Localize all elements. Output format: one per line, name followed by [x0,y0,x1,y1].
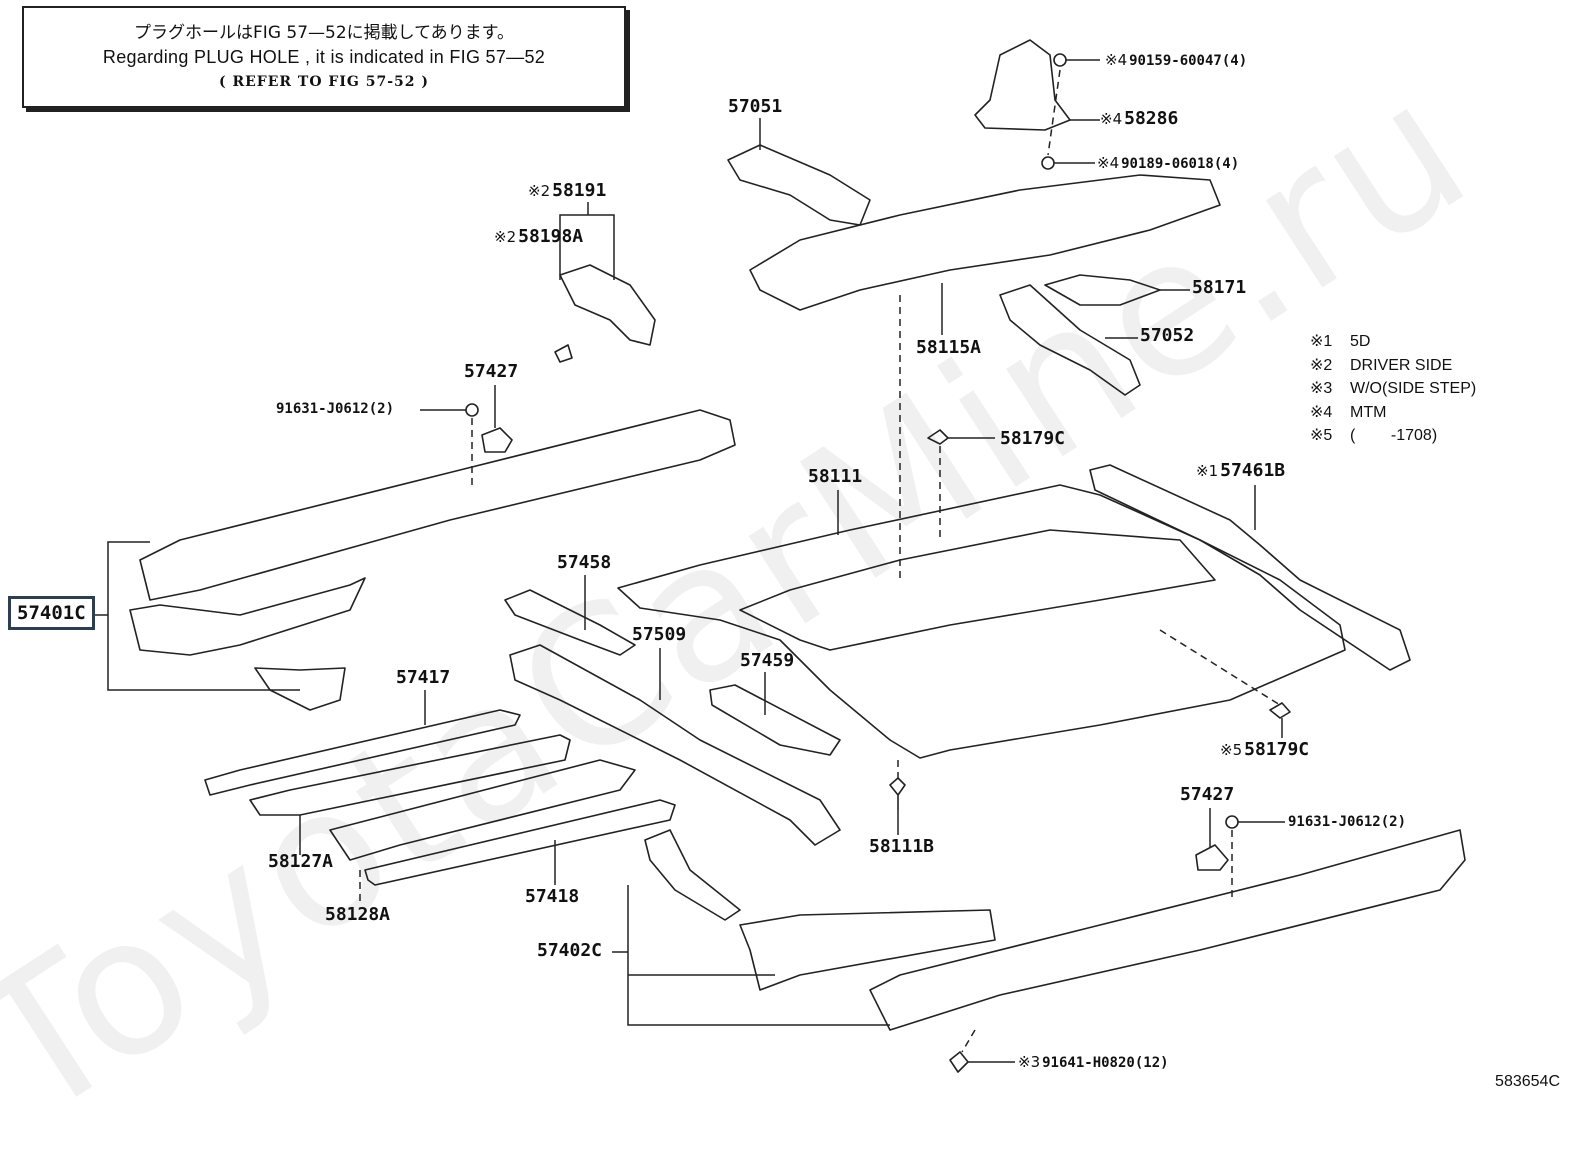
part-57461B [1089,464,1411,671]
part-tunnel [739,529,1216,651]
bolt-91631a [465,403,479,417]
clip-58179Ca [927,429,949,445]
part-rocker-left [139,409,736,601]
dash-58179Cb [1159,629,1281,706]
part-57052 [999,284,1141,396]
leader-58191 [559,202,615,280]
part-57051 [727,144,871,226]
legend-row: ※5( -1708) [1310,427,1438,444]
bolt-58111B [889,777,906,810]
part-57402C-b [739,909,996,991]
part-58128A-panel [329,759,636,861]
part-57427b [1195,844,1229,871]
bolt-91641 [949,1051,969,1073]
part-57458 [504,589,636,656]
label-91631-J0612-right[interactable]: 91631-J0612(2) [1288,814,1407,830]
part-58111 [617,484,1346,759]
label-57418[interactable]: 57418 [525,886,580,907]
part-57402C-a [644,829,741,921]
label-58127A[interactable]: 58127A [268,851,334,872]
label-57459[interactable]: 57459 [740,650,795,671]
part-57509 [509,644,841,846]
label-57458[interactable]: 57458 [557,552,612,573]
label-57401C-highlighted[interactable]: 57401C [8,596,95,630]
part-57401C-b [129,577,366,656]
part-58171 [1044,274,1161,306]
part-58127A [249,734,571,816]
label-58111B[interactable]: 58111B [869,836,935,857]
label-58111[interactable]: 58111 [808,466,863,487]
label-57402C[interactable]: 57402C [537,940,603,961]
label-57427-right[interactable]: 57427 [1180,784,1235,805]
bolt-90159 [1053,53,1067,67]
label-58115A[interactable]: 58115A [916,337,982,358]
label-57427-left[interactable]: 57427 [464,361,519,382]
plug-hole-notice: プラグホールはFIG 57—52に掲載してあります。 Regarding PLU… [22,6,626,108]
dash-91641 [961,1029,976,1053]
label-57052[interactable]: 57052 [1140,325,1195,346]
figure-number: 583654C [1495,1073,1560,1090]
notice-japanese: プラグホールはFIG 57—52に掲載してあります。 [134,23,514,43]
parts-drawing [90,39,1466,1073]
bolt-91631b [1225,815,1239,829]
part-57401C-c [254,667,346,711]
part-57427a [481,427,513,453]
part-rocker-right [869,829,1466,1031]
notice-english: Regarding PLUG HOLE , it is indicated in… [102,47,546,67]
clip-58198A [554,344,573,363]
label-58179C-top[interactable]: 58179C [1000,428,1066,449]
label-57417[interactable]: 57417 [396,667,451,688]
label-58128A[interactable]: 58128A [325,904,391,925]
label-91631-J0612-left[interactable]: 91631-J0612(2) [276,401,395,417]
label-57509[interactable]: 57509 [632,624,687,645]
notice-reference: ( REFER TO FIG 57-52 ) [218,74,429,90]
part-57459 [709,684,841,756]
dash-boot [1047,69,1061,156]
nut-90189 [1041,156,1055,170]
part-57417 [204,709,521,796]
part-58191 [559,264,656,346]
label-57051[interactable]: 57051 [728,96,783,117]
part-57418 [364,799,676,886]
part-58286 [974,39,1071,131]
bracket-57402C [612,885,890,1026]
part-58115A [749,174,1221,311]
label-58171[interactable]: 58171 [1192,277,1247,298]
clip-58179Cb [1269,702,1291,719]
